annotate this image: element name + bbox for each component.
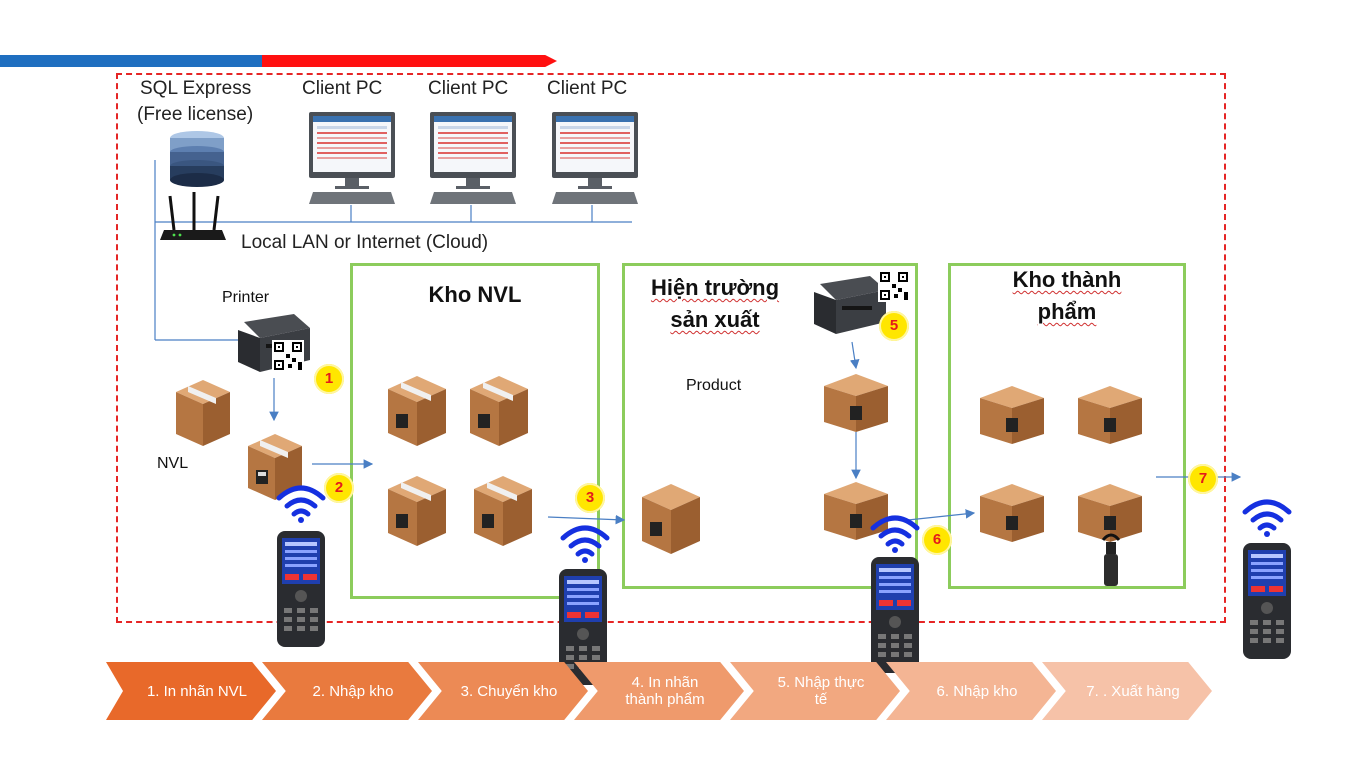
process-step-label: 7. . Xuất hàng	[1086, 683, 1179, 700]
handheld-terminal-icon	[559, 569, 607, 685]
client-pc-label-3: Client PC	[547, 78, 628, 99]
client-pc-icon	[552, 112, 638, 204]
zone-title-line-1: Kho thành	[1012, 267, 1122, 292]
process-step-label: 2. Nhập kho	[313, 683, 394, 700]
process-step-6: 6. Nhập kho	[886, 662, 1056, 720]
wifi-icon	[276, 485, 326, 523]
box-icon	[824, 482, 888, 540]
network-label: Local LAN or Internet (Cloud)	[241, 232, 489, 253]
box-icon	[388, 476, 446, 546]
step-badge-1: 1	[314, 364, 344, 394]
step-badge-7: 7	[1188, 464, 1218, 494]
box-icon	[470, 376, 528, 446]
qr-code-icon	[272, 340, 304, 372]
server-license: (Free license)	[137, 104, 254, 125]
zone-hien-truong	[622, 263, 918, 589]
process-step-7: 7. . Xuất hàng	[1042, 662, 1212, 720]
handheld-terminal-icon	[871, 557, 919, 673]
box-icon	[980, 386, 1044, 444]
process-step-line-1: 6. Nhập kho	[936, 682, 1018, 700]
router-icon	[160, 192, 226, 240]
client-pc-icon	[430, 112, 516, 204]
box-icon	[388, 376, 446, 446]
step-badge-3: 3	[575, 483, 605, 513]
wifi-icon	[1242, 499, 1292, 537]
process-step-1: 1. In nhãn NVL	[106, 662, 276, 720]
process-step-line-1: 3. Chuyển kho	[460, 682, 558, 700]
printer-label: Printer	[222, 289, 270, 306]
process-step-line-1: 1. In nhãn NVL	[146, 682, 248, 700]
box-icon	[474, 476, 532, 546]
process-step-label: 3. Chuyển kho	[461, 683, 558, 700]
database-icon	[170, 131, 224, 187]
handheld-terminal-icon	[1243, 543, 1291, 659]
process-step-2: 2. Nhập kho	[262, 662, 432, 720]
process-step-line-2: thành phẩm	[625, 691, 705, 708]
wifi-icon	[870, 515, 920, 553]
step-badge-6: 6	[922, 525, 952, 555]
handheld-terminal-icon	[277, 531, 325, 647]
raw-material-box-icon	[176, 380, 230, 446]
zone-title-kho-thanh-pham: Kho thành phẩm	[948, 264, 1186, 328]
handheld-scanner-icon	[1101, 533, 1121, 586]
labeled-box-icon	[248, 434, 302, 500]
label-printer-icon	[814, 276, 886, 334]
process-step-line-1: 2. Nhập kho	[312, 682, 394, 700]
process-step-label: 6. Nhập kho	[937, 683, 1018, 700]
process-step-line-1: 4. In nhãn	[631, 674, 699, 691]
zone-title-line-1: Hiện trường	[650, 275, 780, 300]
box-icon	[642, 484, 700, 554]
client-pc-label-1: Client PC	[302, 78, 383, 99]
box-icon	[1078, 484, 1142, 542]
qr-code-icon	[878, 270, 910, 302]
product-label: Product	[686, 377, 742, 394]
nvl-label: NVL	[157, 455, 189, 472]
client-pc-label-2: Client PC	[428, 78, 509, 99]
zone-title-kho-nvl: Kho NVL	[428, 282, 522, 307]
zone-kho-nvl	[350, 263, 600, 599]
box-icon	[1078, 386, 1142, 444]
server-title: SQL Express	[140, 78, 252, 99]
step-badge-2: 2	[324, 473, 354, 503]
box-icon	[824, 374, 888, 432]
wifi-icon	[560, 525, 610, 563]
brand-bar-red	[262, 55, 557, 67]
brand-bar-blue	[0, 55, 262, 67]
system-boundary	[116, 73, 1226, 623]
client-pc-icon	[309, 112, 395, 204]
process-step-line-1: 7. . Xuất hàng	[1086, 682, 1180, 700]
zone-title-line-2: sản xuất	[670, 307, 760, 332]
process-step-line-1: 5. Nhập thực	[777, 674, 865, 691]
process-step-line-2: tế	[814, 691, 828, 708]
zone-title-hien-truong: Hiện trường sản xuất	[622, 272, 808, 336]
step-badge-5: 5	[879, 311, 909, 341]
zone-title-line-2: phẩm	[1037, 299, 1097, 324]
process-step-3: 3. Chuyển kho	[418, 662, 588, 720]
process-step-label: 1. In nhãn NVL	[147, 683, 247, 700]
box-icon	[980, 484, 1044, 542]
zone-kho-thanh-pham	[948, 263, 1186, 589]
